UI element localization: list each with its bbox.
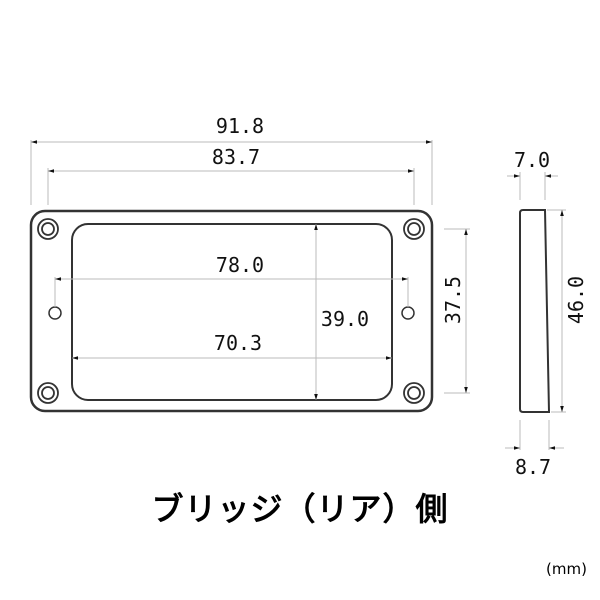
inner-cutout xyxy=(71,223,393,401)
side-hole-left xyxy=(48,306,62,320)
mount-hole-tr xyxy=(403,218,425,240)
unit-label: (mm) xyxy=(546,560,587,578)
dim-inner-height: 39.0 xyxy=(321,307,369,331)
dim-mount-hole-span: 83.7 xyxy=(212,145,260,169)
dim-top-thickness: 7.0 xyxy=(514,148,550,172)
mount-hole-bl xyxy=(37,382,59,404)
dim-side-height: 46.0 xyxy=(564,276,588,324)
drawing-title: ブリッジ（リア）側 xyxy=(151,490,449,528)
dim-inner-width-top: 78.0 xyxy=(216,253,264,277)
side-hole-right xyxy=(401,306,415,320)
dim-inner-width-bottom: 70.3 xyxy=(214,331,262,355)
mount-hole-br xyxy=(403,382,425,404)
front-view xyxy=(29,209,434,413)
dim-hole-span-vertical: 37.5 xyxy=(441,276,465,324)
side-dimension-lines xyxy=(505,172,566,450)
dimension-lines xyxy=(30,140,470,400)
dim-bottom-thickness: 8.7 xyxy=(515,455,551,479)
mount-hole-tl xyxy=(37,218,59,240)
side-view xyxy=(519,209,551,413)
dim-outer-width: 91.8 xyxy=(216,114,264,138)
outer-outline xyxy=(29,209,434,413)
